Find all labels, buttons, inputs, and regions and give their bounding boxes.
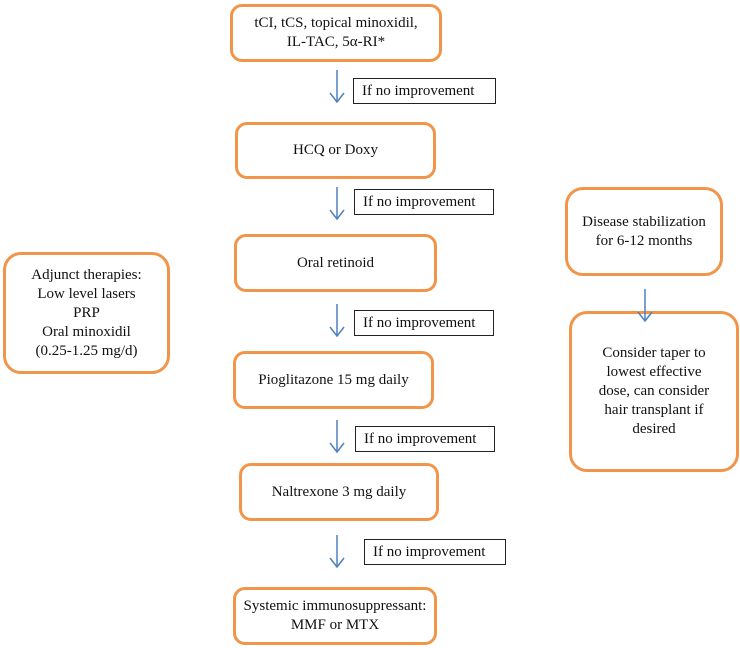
down-arrow-icon — [637, 289, 653, 323]
step-oral-retinoid-box: Oral retinoid — [234, 234, 437, 292]
down-arrow-icon — [329, 420, 345, 454]
down-arrow-icon — [329, 187, 345, 221]
step-naltrexone-box: Naltrexone 3 mg daily — [239, 463, 439, 521]
down-arrow-icon — [329, 535, 345, 569]
condition-label-5: If no improvement — [364, 539, 506, 565]
consider-taper-box: Consider taper to lowest effective dose,… — [569, 311, 739, 472]
down-arrow-icon — [329, 70, 345, 104]
condition-label-1: If no improvement — [353, 78, 496, 104]
adjunct-therapies-box: Adjunct therapies: Low level lasers PRP … — [3, 252, 170, 374]
step-hcq-doxy-box: HCQ or Doxy — [235, 122, 436, 179]
condition-label-2: If no improvement — [354, 189, 494, 215]
condition-label-4: If no improvement — [355, 426, 495, 452]
down-arrow-icon — [329, 304, 345, 338]
condition-label-3: If no improvement — [354, 310, 494, 336]
step-pioglitazone-box: Pioglitazone 15 mg daily — [233, 351, 434, 409]
step-systemic-immunosuppressant-box: Systemic immunosuppressant: MMF or MTX — [233, 587, 437, 645]
step-topical-therapy-box: tCI, tCS, topical minoxidil, IL-TAC, 5α-… — [230, 4, 442, 62]
disease-stabilization-box: Disease stabilization for 6-12 months — [565, 187, 723, 276]
